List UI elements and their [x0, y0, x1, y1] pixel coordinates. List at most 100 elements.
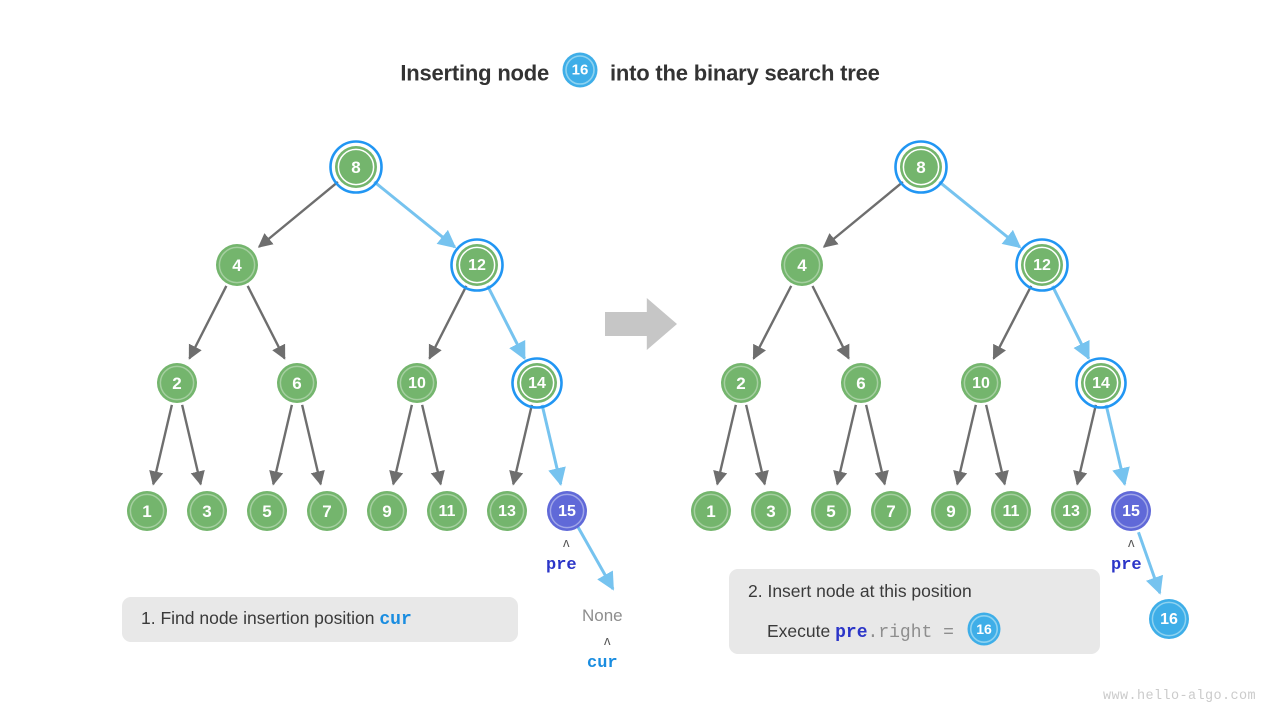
tree-node-value: 5 [262, 502, 271, 521]
tree-node-value: 5 [826, 502, 835, 521]
tree-node-12[interactable]: 12 [1015, 238, 1069, 292]
tree-node-16[interactable]: 16 [1149, 599, 1189, 639]
tree-node-7[interactable]: 7 [871, 491, 911, 531]
tree-edge [1104, 404, 1130, 486]
tree-node-9[interactable]: 9 [367, 491, 407, 531]
tree-node-15[interactable]: 15 [1111, 491, 1151, 531]
caption-right-assign: .right = [867, 623, 954, 644]
caption-step-2-line1: 2. Insert node at this position [748, 581, 972, 601]
tree-node-9[interactable]: 9 [931, 491, 971, 531]
cur-pointer-label: cur [587, 654, 618, 673]
tree-node-value: 15 [558, 503, 576, 520]
tree-node-12[interactable]: 12 [450, 238, 504, 292]
tree-node-value: 9 [382, 502, 391, 521]
tree-node-15[interactable]: 15 [547, 491, 587, 531]
tree-node-value: 14 [1092, 375, 1110, 392]
caption-step-2-line2: Execute pre.right = 16 [748, 612, 1100, 653]
tree-edge [811, 285, 850, 360]
tree-node-value: 8 [351, 158, 360, 177]
tree-node-2[interactable]: 2 [157, 363, 197, 403]
tree-edge [864, 404, 889, 486]
tree-node-3[interactable]: 3 [751, 491, 791, 531]
pre-pointer-label: pre [1111, 556, 1142, 575]
tree-node-4[interactable]: 4 [781, 244, 823, 286]
tree-edge [833, 404, 858, 486]
tree-edge [269, 404, 294, 486]
tree-node-6[interactable]: 6 [277, 363, 317, 403]
tree-edge [984, 404, 1009, 486]
tree-node-8[interactable]: 8 [894, 140, 948, 194]
tree-node-14[interactable]: 14 [1075, 357, 1127, 409]
tree-edge [420, 404, 445, 486]
tree-node-1[interactable]: 1 [691, 491, 731, 531]
none-label: None [582, 606, 623, 625]
tree-edge [1051, 285, 1091, 361]
tree-node-11[interactable]: 11 [991, 491, 1031, 531]
tree-edge [300, 404, 325, 486]
tree-node-value: 12 [1033, 257, 1051, 274]
tree-edge [992, 285, 1033, 360]
tree-edge [188, 285, 228, 360]
pointer-caret-icon: ʌ [604, 633, 611, 648]
caption-step-1-keyword: cur [379, 610, 412, 630]
tree-node-value: 7 [886, 502, 895, 521]
tree-edge [149, 404, 174, 486]
tree-edge [509, 404, 534, 486]
tree-node-1[interactable]: 1 [127, 491, 167, 531]
tree-node-value: 1 [142, 502, 151, 521]
caption-badge-value: 16 [976, 621, 992, 637]
title-prefix: Inserting node [400, 60, 550, 86]
tree-node-4[interactable]: 4 [216, 244, 258, 286]
pointer-caret-icon: ʌ [563, 535, 570, 550]
tree-node-value: 11 [439, 503, 456, 520]
tree-edge [744, 404, 769, 486]
tree-node-value: 7 [322, 502, 331, 521]
tree-edge [953, 404, 978, 486]
tree-node-value: 6 [856, 374, 865, 393]
tree-node-8[interactable]: 8 [329, 140, 383, 194]
caption-step-2: 2. Insert node at this position Execute … [729, 569, 1100, 654]
title-node-badge: 16 [561, 51, 599, 94]
tree-node-value: 13 [1062, 503, 1080, 520]
tree-node-value: 13 [498, 503, 516, 520]
tree-node-value: 4 [797, 256, 807, 275]
tree-node-10[interactable]: 10 [397, 363, 437, 403]
tree-node-5[interactable]: 5 [247, 491, 287, 531]
transition-arrow-layer [605, 298, 677, 350]
tree-node-value: 12 [468, 257, 486, 274]
tree-node-10[interactable]: 10 [961, 363, 1001, 403]
step-transition-arrow [605, 298, 677, 350]
tree-edge [822, 181, 904, 248]
tree-node-7[interactable]: 7 [307, 491, 347, 531]
tree-edge [373, 180, 457, 249]
tree-node-11[interactable]: 11 [427, 491, 467, 531]
tree-node-value: 3 [202, 502, 211, 521]
caption-execute-word: Execute [767, 621, 831, 642]
tree-node-6[interactable]: 6 [841, 363, 881, 403]
tree-node-value: 2 [172, 374, 181, 393]
tree-node-3[interactable]: 3 [187, 491, 227, 531]
tree-node-value: 3 [766, 502, 775, 521]
caption-step-1: 1. Find node insertion position cur [122, 597, 518, 642]
edge-15-to-none [576, 526, 615, 591]
caption-node-badge: 16 [966, 611, 1002, 652]
tree-edge [180, 404, 205, 486]
tree-node-value: 10 [972, 375, 990, 392]
tree-node-13[interactable]: 13 [487, 491, 527, 531]
title-badge-value: 16 [571, 62, 588, 79]
pre-pointer-label: pre [546, 556, 577, 575]
tree-node-value: 14 [528, 375, 546, 392]
tree-node-14[interactable]: 14 [511, 357, 563, 409]
tree-node-value: 6 [292, 374, 301, 393]
tree-node-2[interactable]: 2 [721, 363, 761, 403]
caption-pre-keyword: pre [835, 623, 868, 644]
tree-edge [540, 404, 566, 486]
tree-node-5[interactable]: 5 [811, 491, 851, 531]
tree-node-value: 1 [706, 502, 715, 521]
tree-edge [938, 180, 1022, 249]
tree-node-13[interactable]: 13 [1051, 491, 1091, 531]
tree-node-value: 16 [1160, 611, 1178, 628]
watermark: www.hello-algo.com [1102, 689, 1256, 704]
